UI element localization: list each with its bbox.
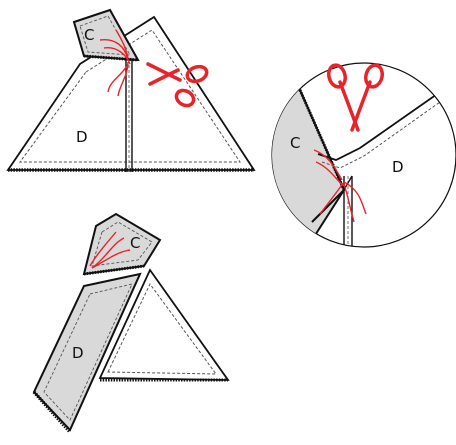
step3-fabric-panel-c xyxy=(82,212,162,276)
step3-fabric-panel-d xyxy=(32,272,142,434)
step2-label-c: C xyxy=(290,134,300,152)
step-1-illustration: C D xyxy=(6,8,256,172)
step3-label-d: D xyxy=(72,344,84,362)
step2-label-d: D xyxy=(392,158,404,176)
step1-thread-ends xyxy=(99,29,131,97)
step2-thread-ends xyxy=(313,149,367,223)
step1-scissors-icon xyxy=(146,62,209,108)
step-2-detail-view: C D xyxy=(271,62,456,248)
step2-scissors-icon xyxy=(327,63,384,132)
step1-label-d: D xyxy=(76,128,88,146)
step3-label-c: C xyxy=(130,234,140,252)
step-3-illustration: C D xyxy=(32,212,230,434)
step1-fabric-panel-d xyxy=(6,15,256,172)
step1-label-c: C xyxy=(84,26,94,44)
step3-thread-ends xyxy=(89,231,131,269)
step3-fabric-outline xyxy=(98,268,230,382)
